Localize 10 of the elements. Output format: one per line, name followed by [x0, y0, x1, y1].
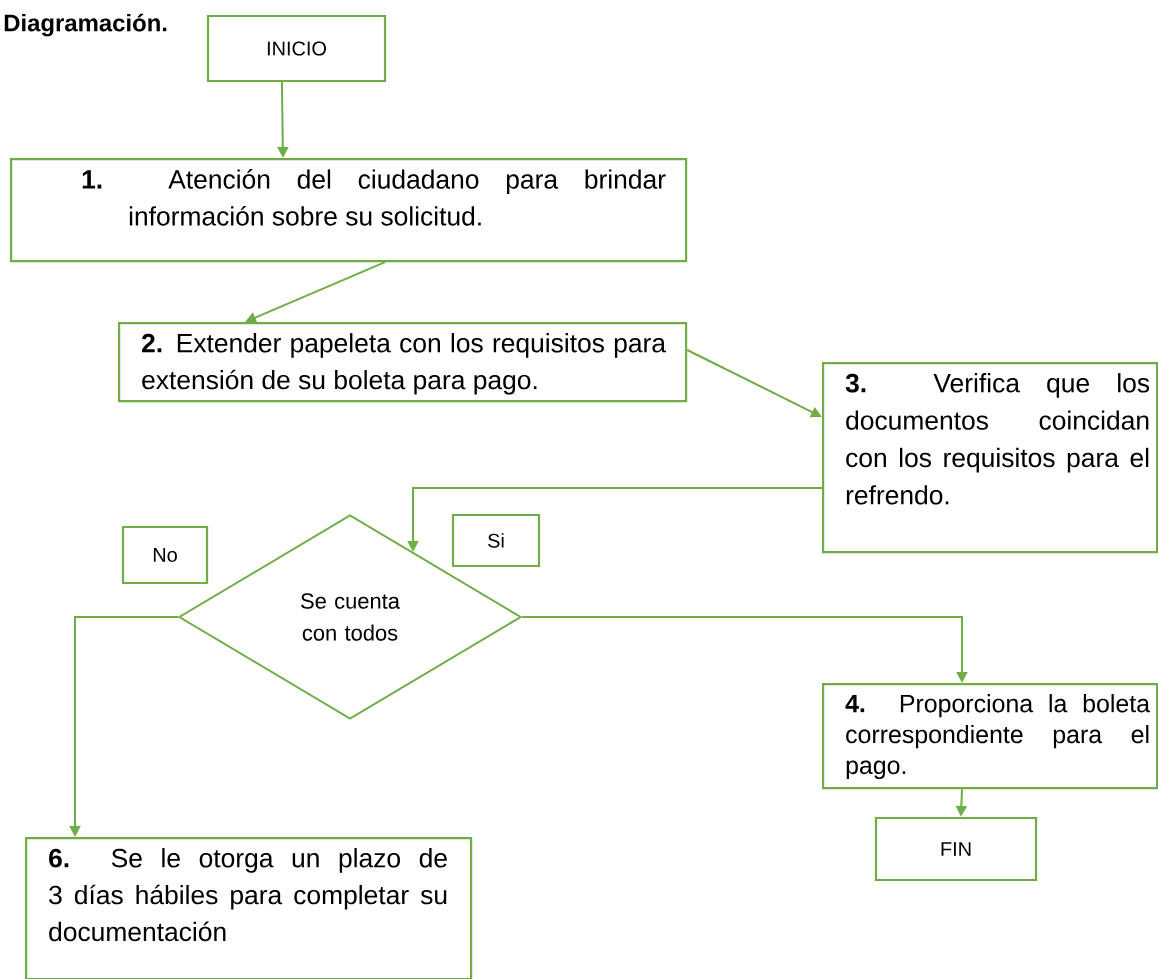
- process-box: 3. Verifica que los documentos coincidan con los requisitos para el refrendo.: [822, 362, 1158, 554]
- start-box: INICIO: [206, 14, 387, 83]
- answer-box: Si: [451, 513, 541, 568]
- process-box: 2. Extender papeleta con los requisitos para extensión de su boleta para pago.: [118, 322, 688, 403]
- title: Diagramación.: [4, 13, 167, 37]
- process-box: 1. Atención del ciudadano para brindar información sobre su solicitud.: [10, 158, 688, 263]
- answer-box: No: [121, 525, 209, 585]
- end-box: FIN: [874, 816, 1038, 882]
- process-box: 4. Proporciona la boleta correspondiente para el pago.: [822, 683, 1158, 790]
- process-box: 6. Se le otorga un plazo de 3 días hábiles para completar su documentación: [25, 837, 473, 979]
